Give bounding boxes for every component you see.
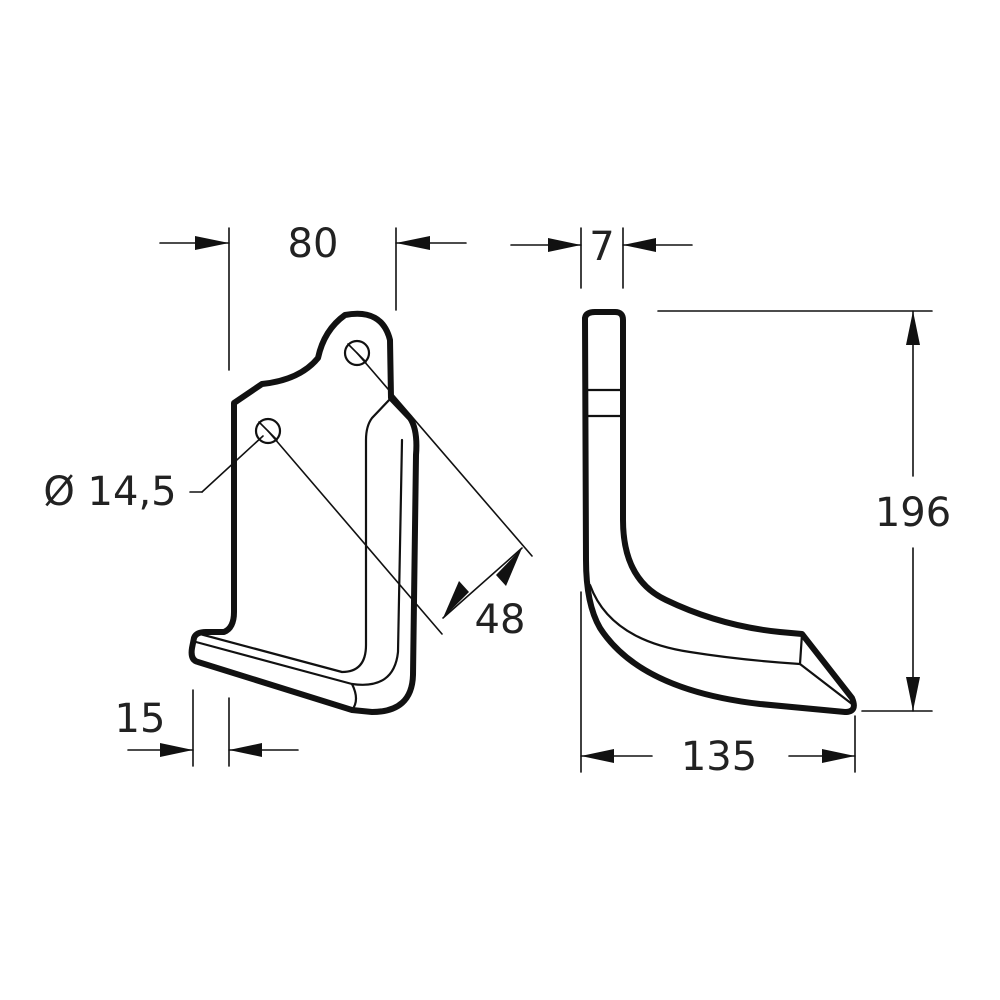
arrow-left-icon (396, 236, 430, 250)
arrow-down-left-icon (443, 581, 469, 618)
blade-front-outline (188, 310, 420, 715)
length-label: 135 (681, 734, 757, 780)
blade-side-inner-curve (588, 583, 802, 666)
blade-side-outline (582, 309, 857, 715)
blade-side-view (582, 309, 857, 715)
arrow-up-icon (906, 311, 920, 345)
mounting-hole-bottom (254, 417, 282, 445)
dimension-height: 196 (657, 310, 951, 712)
blade-front-bevel-edge (194, 640, 358, 712)
width-top-label: 80 (288, 221, 339, 267)
hole-spacing-label: 48 (475, 597, 526, 643)
flange-width-label: 15 (115, 696, 166, 742)
arrow-down-icon (906, 677, 920, 711)
blade-front-bevel-edge-2 (350, 438, 404, 686)
arrow-right-icon (160, 743, 193, 757)
dimension-thickness: 7 (510, 224, 693, 289)
blade-front-flange-edge (198, 396, 393, 674)
dimension-length: 135 (580, 591, 856, 780)
arrow-up-right-icon (496, 548, 522, 586)
thickness-label: 7 (589, 224, 614, 270)
arrow-right-icon (822, 749, 855, 763)
height-label: 196 (875, 490, 951, 536)
mounting-hole-top (343, 339, 371, 367)
dimension-hole-spacing: 48 (267, 352, 533, 643)
dimension-flange-width: 15 (115, 689, 299, 767)
blade-front-view (188, 310, 420, 715)
arrow-left-icon (623, 238, 656, 252)
arrow-right-icon (195, 236, 229, 250)
arrow-left-icon (581, 749, 614, 763)
hole-diameter-label: Ø 14,5 (43, 469, 176, 515)
dimension-hole-diameter: Ø 14,5 (43, 435, 264, 515)
arrow-left-icon (229, 743, 262, 757)
arrow-right-icon (548, 238, 581, 252)
blade-side-cutting-edge (798, 632, 854, 706)
dimension-width-top: 80 (159, 221, 467, 371)
